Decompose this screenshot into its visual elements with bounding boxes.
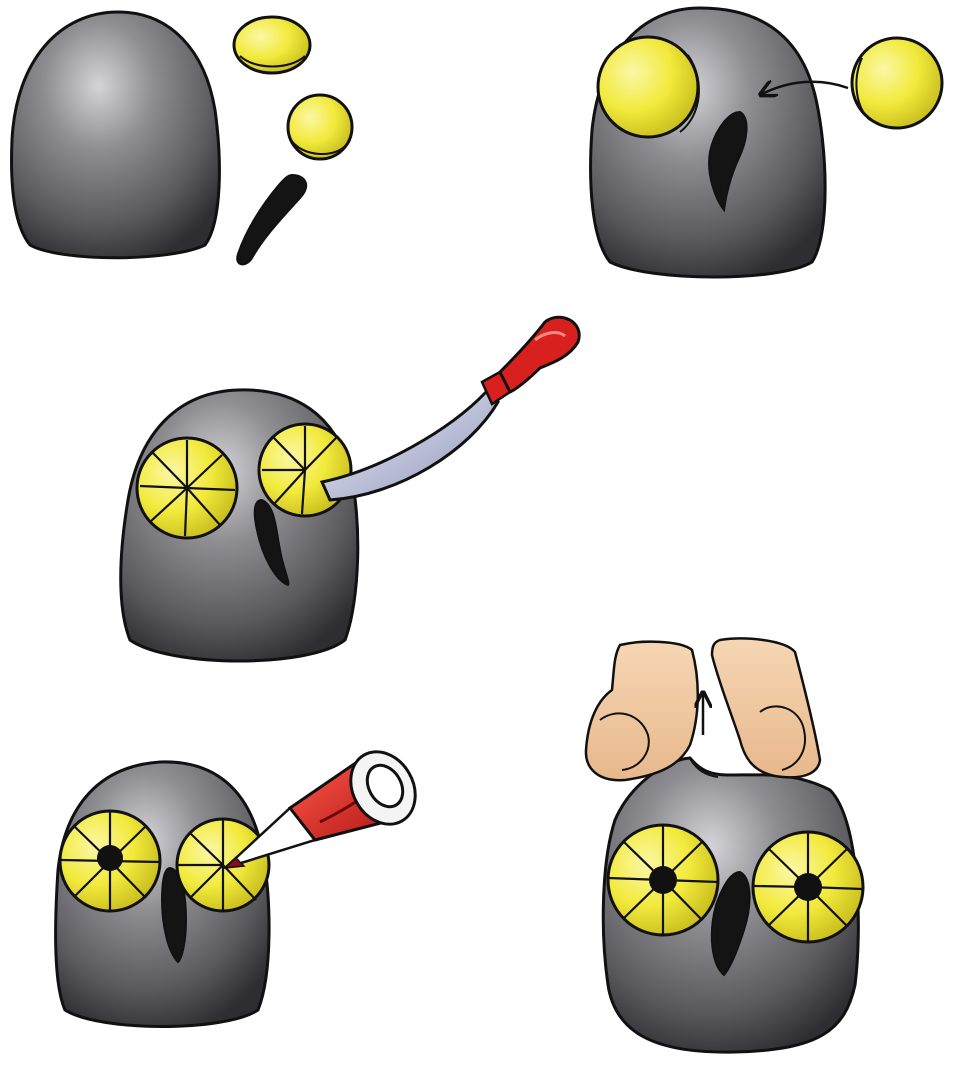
textured-eye: [753, 832, 863, 942]
pupil: [649, 866, 677, 894]
textured-eye: [608, 825, 718, 935]
step-1: [12, 12, 352, 264]
textured-eye: [60, 811, 160, 911]
knife-icon: [322, 317, 579, 500]
eye-disc: [234, 17, 310, 73]
pupil: [794, 873, 822, 901]
clay-body: [12, 12, 220, 258]
step-5: [586, 639, 863, 1053]
beak-roll: [237, 175, 306, 264]
step-2: [591, 8, 942, 277]
step-4: [56, 740, 428, 1026]
eye-disc: [598, 37, 699, 137]
pupil: [97, 845, 123, 871]
eye-disc: [852, 38, 942, 128]
paint-tube-icon: [225, 740, 428, 868]
eye-disc: [288, 95, 352, 159]
textured-eye: [177, 819, 269, 911]
step-3: [121, 317, 579, 661]
textured-eye: [259, 424, 351, 516]
textured-eye: [137, 438, 237, 538]
